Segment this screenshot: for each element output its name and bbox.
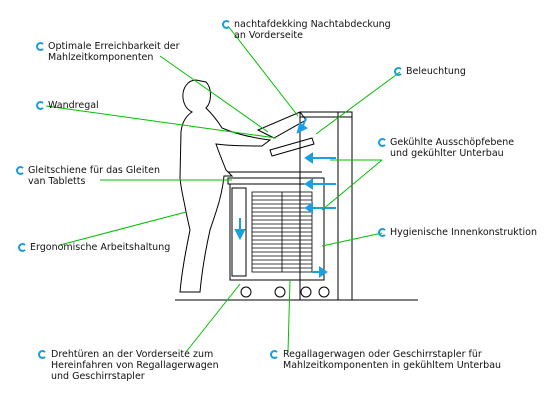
cabinet-outline (299, 111, 353, 301)
bullet-icon (378, 138, 387, 147)
label-beleuchtung: Beleuchtung (406, 66, 466, 77)
wheels (240, 286, 330, 298)
bullet-icon (36, 101, 45, 110)
label-drehtueren: Drehtüren an der Vorderseite zum Hereinf… (51, 349, 219, 382)
bullet-icon (394, 67, 403, 76)
lower-unit (229, 183, 325, 281)
leader-lines (45, 25, 401, 353)
label-gleitschiene: Gleitschiene für das Gleiten van Tablett… (28, 165, 160, 187)
bullet-icon (378, 228, 387, 237)
label-erreichbarkeit: Optimale Erreichbarkeit der Mahlzeitkomp… (48, 41, 180, 63)
bullet-icon (222, 20, 231, 29)
bullet-icon (36, 42, 45, 51)
label-ausschoepfebene: Gekühlte Ausschöpfebene und gekühlter Un… (390, 137, 515, 159)
bullet-icon (270, 350, 279, 359)
label-innenkonstruktion: Hygienische Innenkonstruktion (390, 227, 538, 238)
label-regallagerwagen: Regallagerwagen oder Geschirrstapler für… (283, 349, 502, 371)
person-silhouette (179, 79, 272, 293)
label-nachtabdeckung: nachtafdekking Nachtabdeckung an Vorders… (234, 19, 391, 41)
bullet-icon (18, 243, 27, 252)
bullet-icon (16, 166, 25, 175)
label-wandregal: Wandregal (48, 100, 99, 111)
rack-trolley (251, 191, 313, 273)
bullet-icon (38, 350, 47, 359)
label-arbeitshaltung: Ergonomische Arbeitshaltung (30, 242, 171, 253)
cooling-arrows (234, 117, 336, 278)
light-panel (269, 137, 315, 157)
door-left (231, 187, 247, 277)
